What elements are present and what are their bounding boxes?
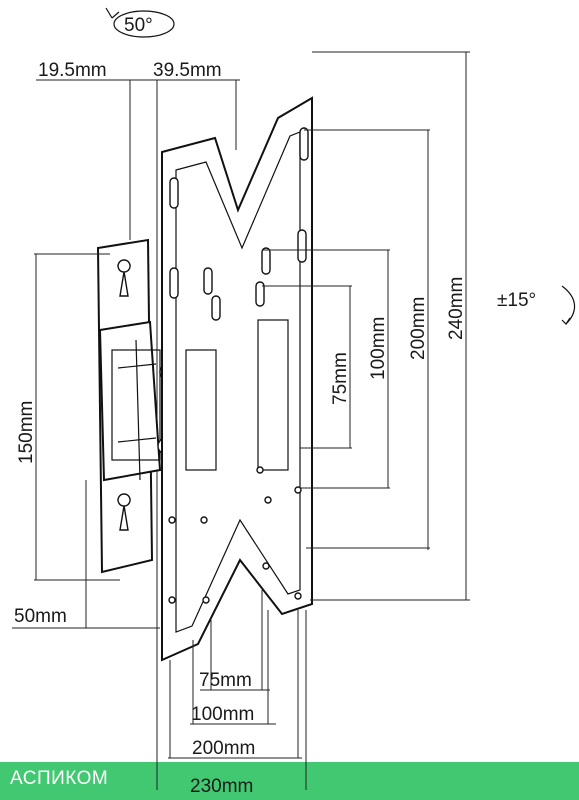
dim-h150-label: 150mm xyxy=(16,401,37,464)
vesa-slot xyxy=(255,281,265,307)
dim-offset-large-label: 39.5mm xyxy=(153,60,222,81)
wall-keyhole-bottom xyxy=(117,493,131,531)
brand-name: АСПИКОМ xyxy=(10,768,109,789)
vesa-hole xyxy=(294,486,302,494)
dim-h75-label: 75mm xyxy=(330,352,351,405)
vesa-hole xyxy=(262,562,270,570)
vesa-hole xyxy=(294,592,302,600)
center-slot xyxy=(257,319,289,471)
vesa-plate xyxy=(161,96,313,662)
vesa-hole xyxy=(256,466,264,474)
dim-w200-label: 200mm xyxy=(192,738,255,759)
vesa-hole xyxy=(264,496,272,504)
vesa-hole xyxy=(168,516,176,524)
vesa-slot xyxy=(211,295,221,321)
center-frame xyxy=(185,349,217,471)
swivel-arrow-icon xyxy=(105,7,120,19)
vesa-slot xyxy=(297,229,307,263)
swivel-ellipse xyxy=(113,10,175,38)
dim-w75-label: 75mm xyxy=(199,670,252,691)
dim-swivel-label: 50° xyxy=(124,15,153,36)
vesa-hole xyxy=(168,596,176,604)
tilt-arrow-icon xyxy=(561,285,576,325)
dim-tilt-label: ±15° xyxy=(497,290,536,311)
vesa-hole xyxy=(200,516,208,524)
vesa-slot xyxy=(203,267,213,295)
dim-h100-label: 100mm xyxy=(368,317,389,380)
vesa-slot xyxy=(169,267,179,299)
vesa-slot xyxy=(169,177,179,209)
vesa-hole xyxy=(202,596,210,604)
wall-keyhole-top xyxy=(117,259,131,297)
swivel-arm xyxy=(98,320,162,482)
vesa-plate-inner xyxy=(175,131,301,633)
dim-offset-small-label: 19.5mm xyxy=(38,60,107,81)
dim-h200-label: 200mm xyxy=(408,297,429,360)
arm-hinge xyxy=(117,339,157,481)
vesa-slot xyxy=(261,247,271,275)
dim-w100-label: 100mm xyxy=(191,704,254,725)
brand-bar xyxy=(0,762,579,800)
dim-w50-label: 50mm xyxy=(14,606,67,627)
vesa-slot xyxy=(299,127,309,161)
dim-h240-label: 240mm xyxy=(446,277,467,340)
